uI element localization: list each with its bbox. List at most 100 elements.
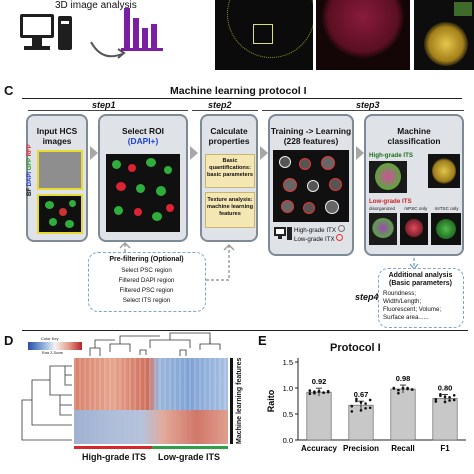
additional-item-3: Fluorescent; Volume;	[383, 306, 442, 313]
prefilter-item-3: Filtered PSC region	[119, 287, 174, 294]
data-point	[317, 390, 321, 393]
data-label: 0.98	[396, 374, 411, 383]
data-point	[443, 395, 447, 399]
data-point	[350, 410, 354, 413]
color-key-title: Color Key	[41, 336, 59, 341]
step1-label: step1	[92, 100, 116, 110]
additional-title-2: (Basic parameters)	[388, 280, 453, 287]
step-rule-right	[262, 110, 464, 111]
panel-e-letter: E	[258, 333, 267, 348]
sub-mitsc-only: mITSC only	[434, 206, 459, 211]
data-point	[313, 391, 316, 395]
panel-c-bottom-rule	[22, 330, 468, 331]
data-point	[443, 400, 447, 404]
data-point	[350, 404, 354, 408]
data-point	[439, 392, 442, 396]
data-point	[322, 391, 325, 394]
select-roi-box: Select ROI (DAPI+)	[98, 114, 188, 242]
select-roi-title-2: (DAPI+)	[127, 136, 159, 146]
legend-high-grade: High-grade ITX	[294, 225, 345, 235]
data-point	[326, 389, 330, 393]
training-image	[273, 150, 349, 222]
computer-icon	[20, 14, 72, 50]
prefilter-title: Pre-filtering (Optional)	[109, 256, 184, 263]
additional-item-4: Surface area......	[383, 314, 429, 321]
legend-low-marker	[336, 234, 344, 241]
data-point	[452, 393, 456, 397]
data-point	[410, 388, 414, 391]
basic-quant-box: Basic quantifications: basic parameters	[205, 154, 255, 188]
prefilter-item-2: Filtered DAPI region	[118, 277, 175, 284]
data-point	[359, 409, 363, 412]
select-roi-title-1: Select ROI	[122, 126, 164, 136]
low-grade-label: Low-grade ITS	[369, 198, 412, 205]
bar	[390, 388, 416, 441]
high-grade-image	[369, 161, 407, 193]
microscopy-image-zoom	[414, 0, 474, 70]
y-tick-label: 1.0	[283, 384, 293, 393]
calc-title-2: properties	[208, 136, 250, 146]
prefilter-item-4: Select ITS region	[122, 297, 171, 304]
bar	[306, 391, 332, 441]
microscopy-image-yellow	[215, 0, 313, 70]
data-point	[448, 396, 451, 399]
fluorescence-image	[37, 194, 83, 234]
data-point	[308, 389, 312, 392]
low-grade-image-2	[400, 213, 428, 245]
data-point	[434, 400, 438, 403]
features-bracket	[230, 358, 233, 444]
data-point	[392, 386, 396, 390]
basic-quant-line2: quantifications: basic parameters	[206, 165, 254, 178]
training-title-1: Training -> Learning	[270, 126, 352, 136]
basic-quant-line1: Basic	[222, 158, 238, 164]
legend-low-grade: Low-grade ITX	[294, 234, 344, 244]
step-rule-mid	[192, 110, 258, 111]
texture-analysis-box: Texture analysis: machine learning featu…	[205, 192, 255, 228]
bar-chart-icon	[121, 8, 163, 51]
y-axis-label: Raito	[266, 389, 276, 412]
data-point	[397, 388, 400, 392]
sub-disorganized: disorganized	[369, 206, 396, 211]
y-tick-label: 1.5	[283, 358, 293, 367]
bar	[432, 398, 458, 441]
prefilter-box: Pre-filtering (Optional) Select PSC regi…	[88, 252, 206, 312]
data-label: 0.80	[438, 383, 453, 392]
step4-label: step4	[355, 292, 379, 302]
step-rule-left	[28, 110, 188, 111]
high-grade-group-bar	[74, 446, 152, 449]
high-grade-group-label: High-grade ITS	[82, 452, 147, 462]
roi-image	[106, 154, 180, 232]
panel-d-letter: D	[4, 333, 14, 348]
input-hcs-title-2: images	[42, 136, 72, 146]
step3-label: step3	[356, 100, 380, 110]
panel-c-rule	[22, 98, 462, 99]
arrow-step3-step4	[260, 146, 268, 160]
low-grade-image-1	[369, 213, 397, 245]
input-hcs-box: Input HCS images BF DAPI GFP RFP	[26, 114, 88, 242]
x-tick-label: Precision	[343, 444, 379, 453]
data-point	[308, 392, 312, 396]
classification-title-2: classification	[387, 136, 441, 146]
y-tick-label: 0.5	[283, 410, 293, 419]
high-grade-label: High-grade ITS	[369, 152, 414, 159]
data-point	[364, 402, 367, 405]
data-point	[355, 399, 358, 403]
texture-line1: Texture analysis:	[207, 197, 253, 203]
input-hcs-title-1: Input HCS	[36, 126, 78, 136]
data-point	[359, 401, 363, 404]
top-section-label: 3D image analysis	[55, 0, 137, 11]
prefilter-item-1: Select PSC region	[121, 267, 172, 274]
x-tick-label: F1	[440, 444, 450, 453]
data-point	[434, 398, 438, 401]
data-point	[452, 398, 456, 402]
training-box: Training -> Learning (228 features) High…	[268, 114, 354, 256]
arrow-step1-step2	[90, 146, 98, 160]
bf-image	[37, 150, 83, 190]
color-key-subtitle: Row Z-Score	[42, 351, 63, 355]
texture-line2: machine learning	[206, 204, 253, 210]
additional-analysis-box: Additional analysis (Basic parameters) R…	[378, 268, 464, 328]
top-strip: 3D image analysis	[0, 0, 474, 72]
low-grade-group-bar	[152, 446, 228, 449]
data-point	[368, 398, 372, 402]
